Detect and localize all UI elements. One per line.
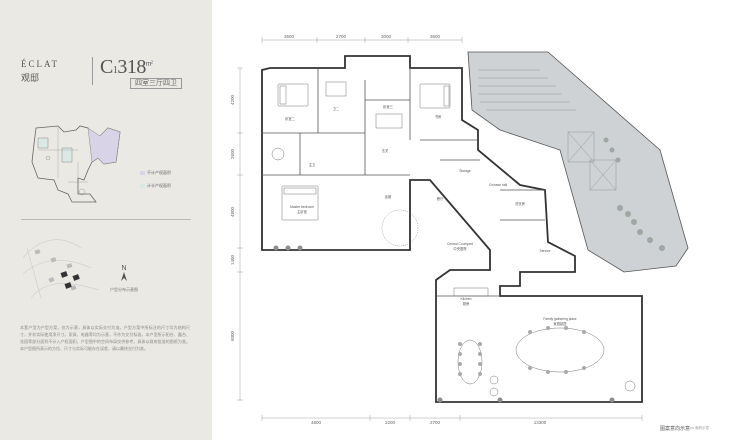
room-label-central-courtyard: Central Courtyard (447, 242, 473, 246)
dim-top-2: 2700 (336, 34, 347, 39)
dim-bottom-4: 13300 (534, 420, 547, 425)
dimension-lines-bottom (261, 415, 643, 421)
brand-name-cn: 观邸 (21, 74, 40, 84)
svg-text:N: N (121, 265, 126, 272)
dim-bottom-3: 2700 (430, 420, 441, 425)
room-label-master-bath: 主卫 (309, 162, 316, 167)
exterior-walls (261, 55, 643, 403)
site-location-map (22, 239, 100, 299)
unit-area: 318 (117, 56, 146, 78)
dining-chairs (458, 326, 586, 376)
dim-left-4: 1400 (230, 254, 235, 265)
unit-layout-badge: 四室三厅四卫 (130, 78, 182, 89)
dim-top-1: 3600 (284, 34, 295, 39)
dim-top-3: 3000 (381, 34, 392, 39)
unit-letter: C (100, 56, 113, 78)
key-plan-thumbnail (31, 125, 121, 203)
disclaimer-text: 本套户型为户型方案，仅为示意，具体以实际交付为准。户型方案中所标注的尺寸均为结构… (20, 325, 190, 351)
dim-left-3: 4800 (230, 206, 235, 217)
room-label-kitchen-cn: 厨房 (463, 301, 470, 306)
room-label-kitchen: Kitchen (461, 297, 472, 301)
footer-label: 图案意向示意 (660, 426, 691, 432)
dim-bottom-2: 2200 (385, 420, 396, 425)
room-label-bath2: 卫二 (333, 107, 340, 111)
room-label-bedroom3: 卧室三 (383, 104, 394, 109)
room-label-master-bed: Master bedroom (290, 205, 314, 209)
north-arrow-icon: N (121, 265, 127, 281)
dim-left-5: 6000 (230, 330, 235, 341)
dim-left-1: 4200 (230, 94, 235, 105)
brand-divider (92, 57, 93, 85)
room-label-corridor: 走廊 (385, 194, 392, 199)
sidebar-divider (21, 219, 191, 220)
terrace-plants (603, 137, 665, 251)
dimension-lines-left (237, 67, 243, 401)
room-label-central-cn: 中央庭院 (453, 246, 467, 251)
planters (273, 245, 615, 403)
dim-left-2: 2600 (230, 148, 235, 159)
legend-label: 计半产权面积 (147, 183, 171, 188)
room-label-master-bed-cn: 主卧室 (297, 209, 308, 214)
room-label-family: Family gathering place (543, 317, 576, 321)
legend-item-excluded: 不计产权面积 (140, 170, 171, 176)
dim-top-4: 3600 (430, 34, 441, 39)
north-label: 户型分布示意图 (110, 287, 138, 292)
dim-bottom-1: 4800 (311, 420, 322, 425)
room-label-storage: Storage (459, 169, 471, 173)
furniture (271, 81, 636, 397)
stair-lines (478, 69, 617, 191)
unit-title: C1318m² (100, 56, 153, 79)
room-label-service: Service (540, 249, 551, 253)
floor-plan: 3600 2700 3000 3600 4200 2600 4800 1400 … (230, 34, 689, 425)
brand-name-en: ÉCLAT (21, 59, 59, 69)
dimension-lines-top (261, 37, 463, 43)
footer-sub: m² 面积示意 (690, 425, 710, 430)
interior-walls (262, 68, 545, 297)
legend-item-half: 计半产权面积 (140, 183, 171, 189)
room-label-chinese-hall: Chinese hall (489, 183, 507, 187)
room-label-bedroom2: 卧室二 (285, 116, 296, 121)
room-label-foyer: 玄关 (382, 148, 389, 153)
legend-label: 不计产权面积 (147, 170, 171, 175)
legend-swatch (140, 171, 145, 175)
room-label-study: 书房 (435, 114, 442, 119)
room-label-dining: 餐厅 (437, 196, 444, 201)
unit-area-unit: m² (145, 59, 153, 68)
legend-swatch (140, 184, 145, 188)
room-label-family-cn: 家庭起居 (553, 321, 567, 326)
unit-sub: 1 (112, 65, 118, 76)
info-sidebar: ÉCLAT 观邸 C1318m² 四室三厅四卫 不计产权面积 计半产权面积 (0, 0, 212, 440)
room-label-laundry: 洗衣房 (515, 201, 526, 206)
